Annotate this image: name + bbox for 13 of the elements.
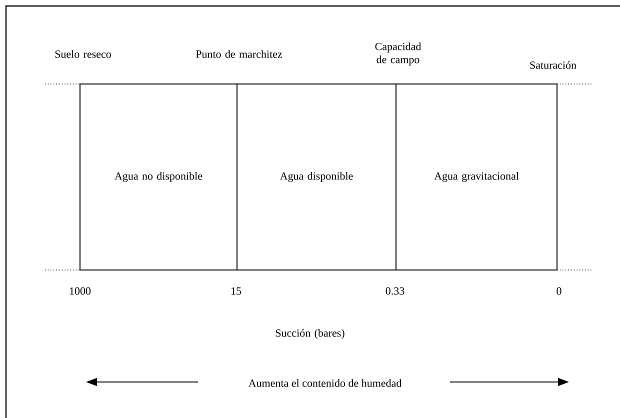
arrow-label: Aumenta el contenido de humedad bbox=[248, 379, 402, 387]
zone-box: Agua gravitacional bbox=[396, 84, 558, 270]
zone-box: Agua disponible bbox=[236, 84, 396, 270]
point-label: Saturación bbox=[530, 61, 576, 69]
axis-title: Succión (bares) bbox=[276, 329, 344, 339]
point-label: Capacidad de campo bbox=[375, 42, 422, 66]
tick-label: 0 bbox=[556, 287, 562, 295]
point-label: Punto de marchitez bbox=[196, 50, 282, 58]
tick-label: 1000 bbox=[70, 287, 91, 295]
tick-label: 15 bbox=[231, 287, 242, 295]
point-label: Suelo reseco bbox=[55, 50, 111, 58]
tick-label: 0.33 bbox=[386, 287, 404, 295]
zone-box: Agua no disponible bbox=[80, 84, 238, 270]
